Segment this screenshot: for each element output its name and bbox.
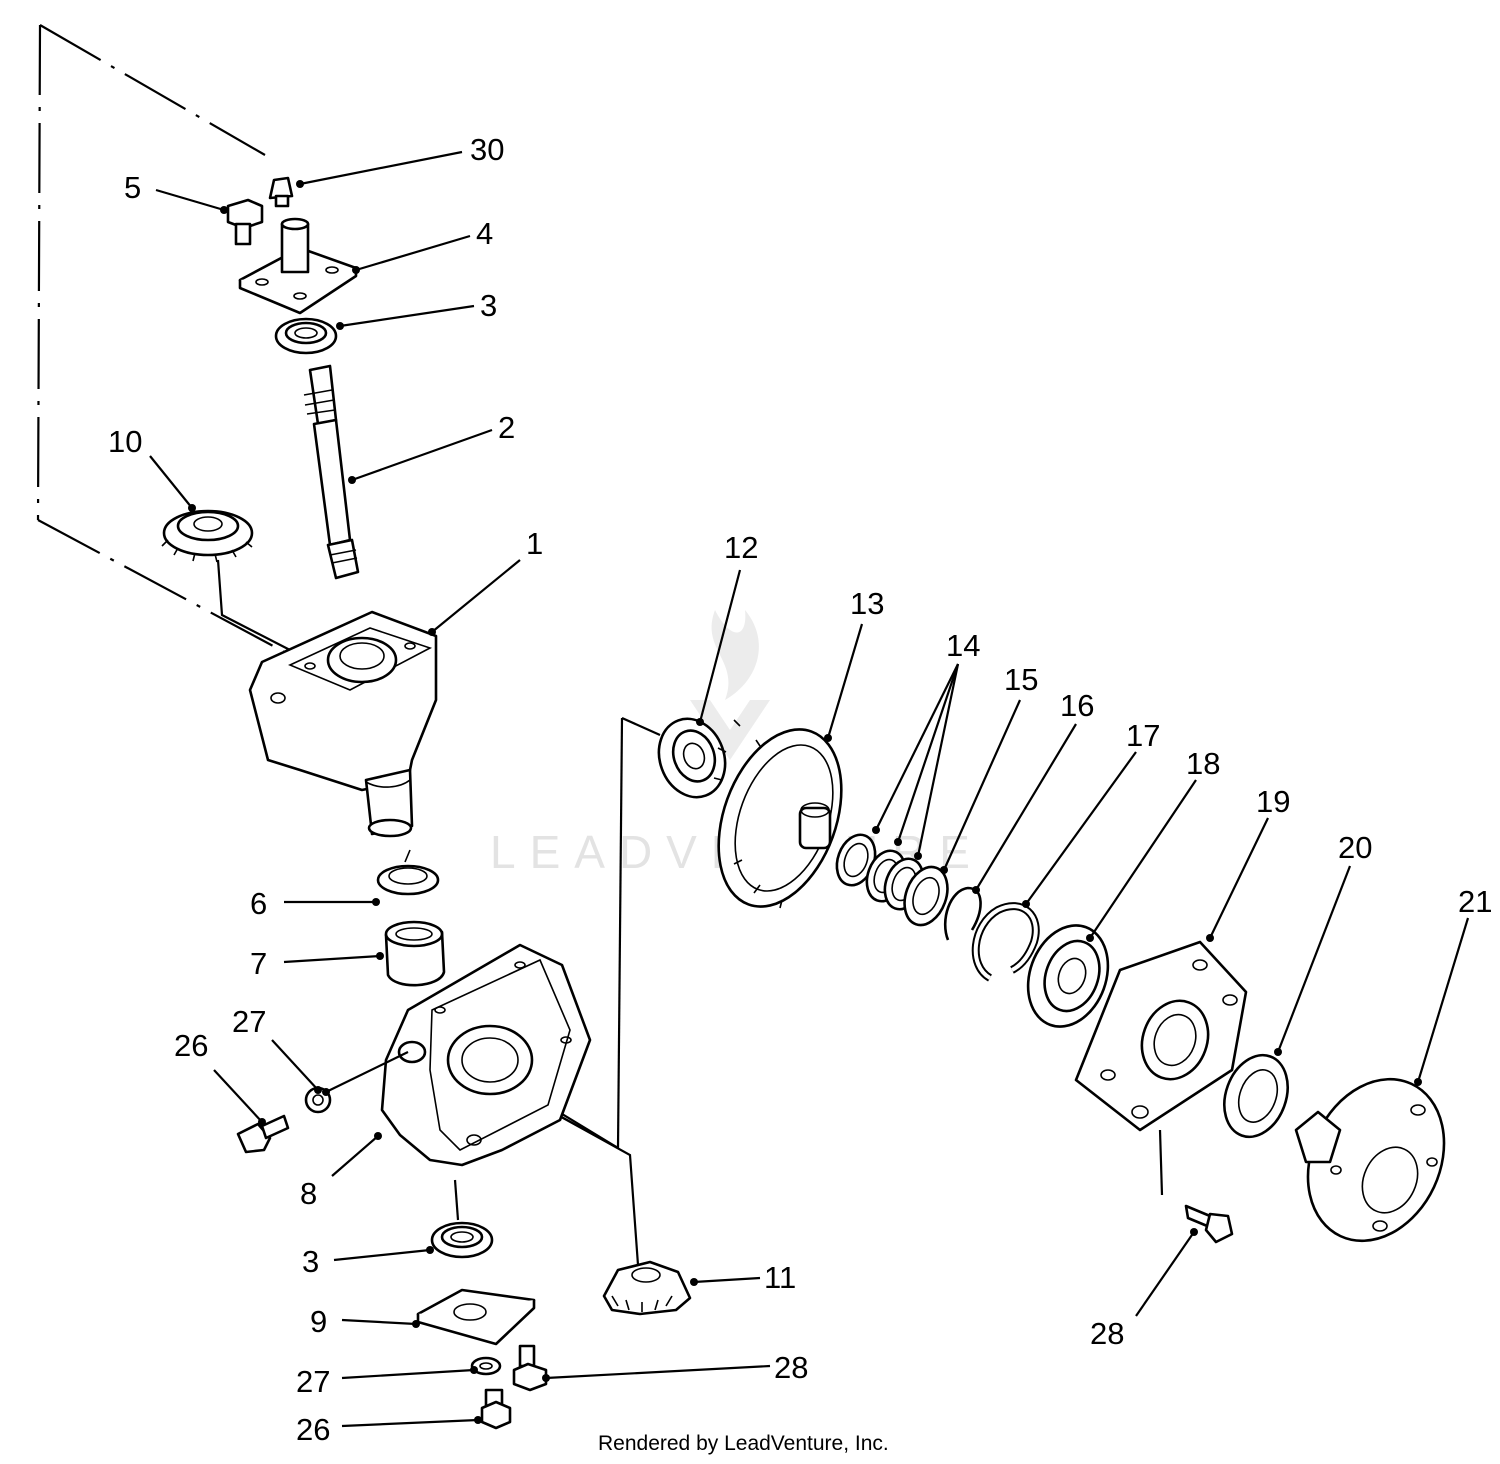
part-17-retaining-ring	[971, 902, 1040, 982]
callout-20: 20	[1338, 830, 1372, 865]
footer-credit: Rendered by LeadVenture, Inc.	[598, 1432, 889, 1455]
part-9-cover	[416, 1288, 536, 1346]
part-30-breather	[268, 176, 294, 208]
callout-15: 15	[1004, 662, 1038, 697]
callout-2: 2	[498, 410, 515, 445]
callout-16: 16	[1060, 688, 1094, 723]
assembly-line-top	[39, 24, 266, 156]
callout-3-lower: 3	[302, 1244, 319, 1279]
callout-26-upper: 26	[174, 1028, 208, 1063]
callout-4: 4	[476, 216, 493, 251]
callout-28-lower: 28	[774, 1350, 808, 1385]
part-16-snap-ring	[943, 886, 982, 941]
part-26-plug-lower	[480, 1388, 512, 1430]
part-20-seal	[1223, 1053, 1289, 1139]
callout-5: 5	[124, 170, 141, 205]
callout-27-lower: 27	[296, 1364, 330, 1399]
part-1-upper-housing	[248, 610, 438, 838]
callout-17: 17	[1126, 718, 1160, 753]
callout-18: 18	[1186, 746, 1220, 781]
part-11-gear	[602, 1260, 692, 1316]
part-12-bearing	[657, 717, 727, 799]
callout-8: 8	[300, 1176, 317, 1211]
part-2-shaft	[303, 364, 360, 580]
callout-28-right: 28	[1090, 1316, 1124, 1351]
callout-19: 19	[1256, 784, 1290, 819]
callout-7: 7	[250, 946, 267, 981]
callout-3-upper: 3	[480, 288, 497, 323]
part-21-hub	[1294, 1077, 1446, 1243]
callout-12: 12	[724, 530, 758, 565]
callout-10: 10	[108, 424, 142, 459]
part-13-sprocket	[713, 719, 843, 909]
part-7-bushing	[384, 920, 446, 987]
callout-14: 14	[946, 628, 980, 663]
callout-26-lower: 26	[296, 1412, 330, 1447]
callout-21: 21	[1458, 884, 1492, 919]
assembly-line-bottom	[37, 519, 291, 656]
gear-10-guide	[216, 559, 291, 651]
part-3-bearing-upper	[274, 317, 338, 355]
part-28-bolt-lower	[512, 1344, 548, 1392]
part-5-bolt	[226, 198, 264, 246]
part-10-gear	[161, 509, 254, 563]
part-8-lower-housing	[380, 943, 592, 1167]
part-6-seal	[376, 849, 440, 896]
part-28-bolt-right	[1184, 1204, 1234, 1244]
bearing-12-guide-top	[621, 716, 661, 737]
part-27-washer-lower	[470, 1356, 502, 1376]
assembly-line-left	[36, 24, 42, 521]
part-26-plug-upper	[236, 1114, 290, 1154]
part-18-bearing	[1026, 924, 1110, 1028]
assembly-lines	[36, 24, 1164, 1266]
callout-1: 1	[526, 526, 543, 561]
callout-11: 11	[764, 1260, 796, 1295]
housing-bottom-guide	[453, 1179, 460, 1221]
part-19-flange	[1074, 940, 1248, 1132]
part-15-washer	[903, 865, 949, 927]
bearing-12-guide-vertical	[616, 717, 624, 1149]
leader-lines	[149, 150, 1470, 1428]
callout-9: 9	[310, 1304, 327, 1339]
bolt-28-guide	[1158, 1129, 1164, 1196]
callout-6: 6	[250, 886, 267, 921]
callout-27-upper: 27	[232, 1004, 266, 1039]
callout-30: 30	[470, 132, 504, 167]
callout-labels: 30 5 4 3 2 10 1 12 13 14 15 16 17 18 19 …	[108, 132, 1492, 1447]
part-4-cover	[238, 217, 358, 315]
part-3-bearing-lower	[430, 1221, 494, 1259]
callout-13: 13	[850, 586, 884, 621]
